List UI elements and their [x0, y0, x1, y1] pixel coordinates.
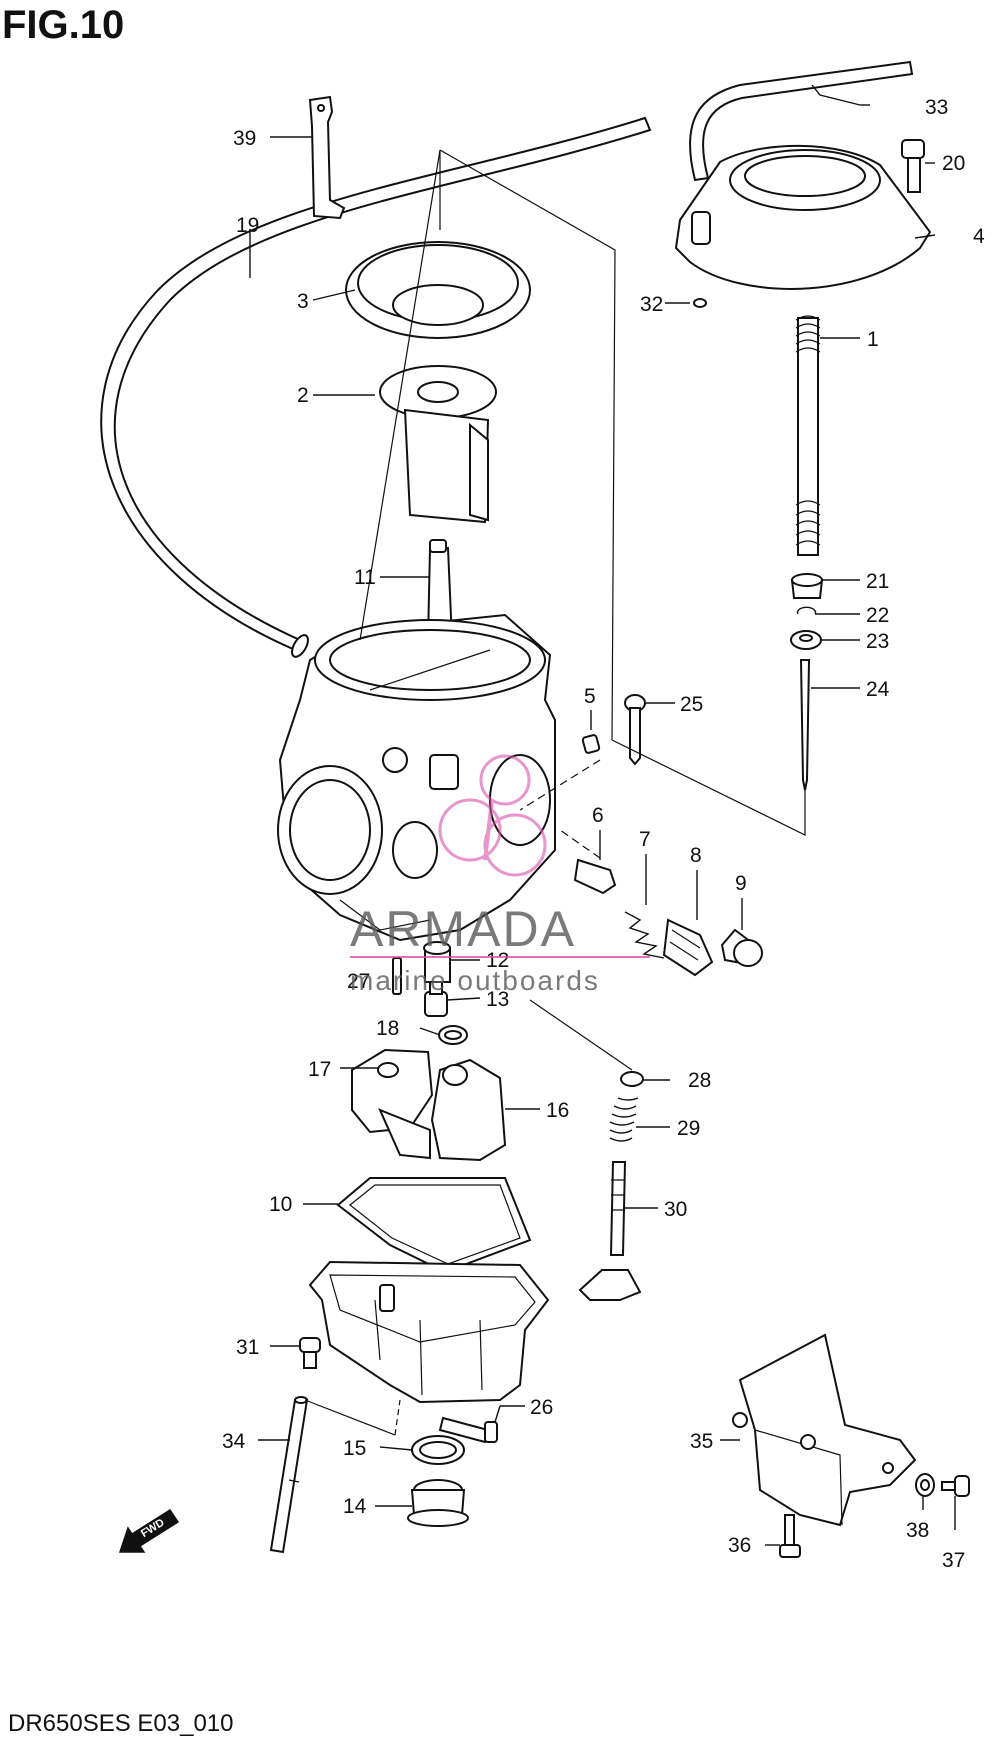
carburetor-body [277, 613, 556, 942]
clip-22 [796, 606, 817, 615]
callout-1: 1 [867, 328, 879, 351]
washer-38 [915, 1473, 935, 1497]
callout-15: 15 [343, 1437, 366, 1460]
callout-12: 12 [486, 949, 509, 972]
diaphragm-3 [345, 241, 531, 339]
plug-14 [407, 1479, 469, 1527]
retainer-21 [790, 573, 824, 599]
screw-31 [299, 1337, 321, 1369]
watermark-brand: ARMADA [350, 901, 576, 957]
callout-33: 33 [925, 96, 948, 119]
idle-screw-30 [578, 1161, 642, 1301]
plug-5 [581, 734, 601, 754]
drain-tube-34 [269, 1396, 309, 1554]
cap-9 [720, 928, 763, 967]
callout-5: 5 [584, 685, 596, 708]
jet-needle-24 [799, 659, 811, 791]
callout-38: 38 [906, 1519, 929, 1542]
callout-10: 10 [269, 1193, 292, 1216]
bracket-35 [732, 1333, 917, 1527]
reference-lines [304, 149, 806, 1436]
washer-23 [790, 630, 822, 650]
callout-25: 25 [680, 693, 703, 716]
leader-lines [249, 84, 956, 1546]
callout-9: 9 [735, 872, 747, 895]
needle-jet-11 [426, 539, 454, 641]
callout-20: 20 [942, 152, 965, 175]
piston-valve-2 [379, 365, 497, 524]
watermark-logo-icon [438, 754, 547, 877]
callout-7: 7 [639, 828, 651, 851]
watermark: ARMADA marine outboards [350, 754, 650, 996]
fwd-arrow-icon: FWD [118, 1508, 180, 1553]
callout-31: 31 [236, 1336, 259, 1359]
jet-6 [573, 858, 617, 895]
callout-labels: 1 2 3 4 5 6 7 8 9 10 11 12 13 14 15 16 1… [222, 96, 985, 1572]
bolt-36 [779, 1514, 801, 1558]
callout-37: 37 [942, 1549, 965, 1572]
callout-6: 6 [592, 804, 604, 827]
callout-23: 23 [866, 630, 889, 653]
callout-19: 19 [236, 214, 259, 237]
o-ring-15 [411, 1435, 465, 1465]
callout-8: 8 [690, 844, 702, 867]
bracket-39 [308, 95, 346, 220]
callout-30: 30 [664, 1198, 687, 1221]
washer-28 [620, 1071, 644, 1087]
callout-17: 17 [308, 1058, 331, 1081]
callout-39: 39 [233, 127, 256, 150]
float-bowl [308, 1260, 550, 1404]
o-ring-18 [438, 1025, 468, 1045]
hose-33 [689, 60, 914, 182]
callout-2: 2 [297, 384, 309, 407]
callout-3: 3 [297, 290, 309, 313]
spring-rod-1 [795, 315, 821, 556]
screw-25 [624, 694, 646, 766]
callout-18: 18 [376, 1017, 399, 1040]
top-cap-4 [674, 144, 932, 290]
float-16 [351, 1048, 507, 1162]
spring-7 [624, 911, 665, 959]
gasket-10 [336, 1177, 532, 1274]
screw-20 [901, 139, 925, 193]
callout-16: 16 [546, 1099, 569, 1122]
callout-13: 13 [486, 988, 509, 1011]
figure-title: FIG.10 [2, 3, 124, 47]
callout-11: 11 [354, 566, 376, 589]
callout-35: 35 [690, 1430, 713, 1453]
callout-26: 26 [530, 1396, 553, 1419]
callout-21: 21 [866, 570, 889, 593]
callout-29: 29 [677, 1117, 700, 1140]
callout-36: 36 [728, 1534, 751, 1557]
hose-19 [100, 116, 652, 658]
drain-screw-26 [438, 1416, 498, 1444]
callout-27: 27 [347, 970, 370, 993]
valve-8 [662, 918, 714, 977]
main-jet-13 [424, 981, 448, 1017]
bolt-37 [941, 1475, 970, 1497]
callout-24: 24 [866, 678, 890, 701]
clip-32 [693, 298, 707, 308]
spring-29 [609, 1097, 639, 1142]
callout-28: 28 [688, 1069, 711, 1092]
callout-32: 32 [640, 293, 663, 316]
figure-code: DR650SES E03_010 [8, 1710, 234, 1737]
callout-4: 4 [973, 225, 985, 248]
watermark-tagline: marine outboards [350, 965, 600, 996]
callout-22: 22 [866, 604, 889, 627]
callout-14: 14 [343, 1495, 367, 1518]
callout-34: 34 [222, 1430, 246, 1453]
